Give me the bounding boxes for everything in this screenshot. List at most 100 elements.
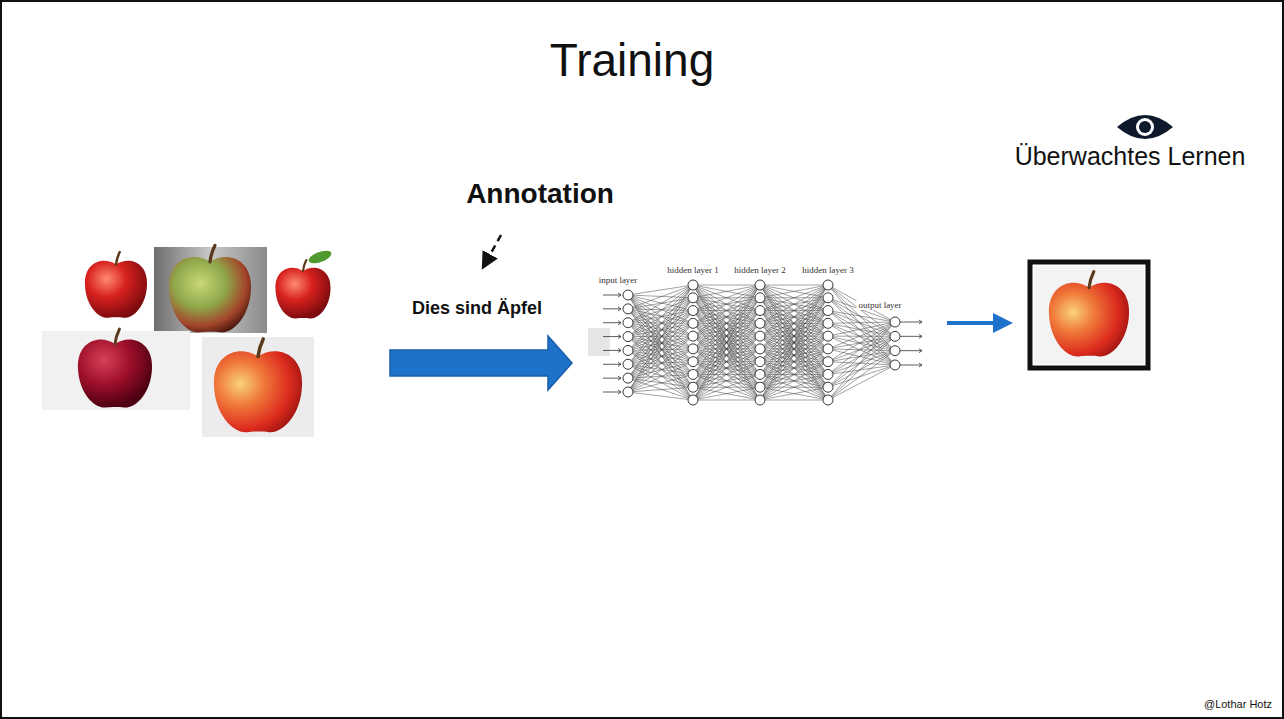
network-weight	[693, 285, 760, 362]
network-weight	[693, 285, 760, 349]
network-neuron	[688, 395, 698, 405]
network-weight	[693, 285, 760, 400]
apple-image	[169, 245, 251, 332]
network-neuron	[755, 395, 765, 405]
network-neuron	[688, 344, 698, 354]
network-weight	[760, 311, 828, 400]
eye-pupil	[1139, 121, 1151, 133]
network-weight	[760, 285, 828, 400]
network-weight	[760, 285, 828, 323]
network-weight	[693, 285, 760, 336]
learning-type: Überwachtes Lernen	[1015, 142, 1246, 171]
network-weight	[693, 285, 760, 374]
network-weight	[693, 285, 760, 311]
network-weight	[760, 285, 828, 286]
network-io-head	[919, 334, 922, 338]
network-neuron	[823, 293, 833, 303]
network-weight	[693, 298, 760, 400]
network-io-head	[618, 390, 621, 394]
network-weight	[628, 349, 693, 392]
network-neuron	[755, 280, 765, 290]
network-neuron	[755, 382, 765, 392]
network-weight	[628, 311, 693, 365]
network-io-line	[603, 322, 621, 323]
network-io-line	[603, 336, 621, 337]
network-weight	[693, 323, 760, 400]
network-weight	[760, 285, 828, 362]
network-neuron	[755, 344, 765, 354]
network-neuron	[890, 360, 900, 370]
eye-iris	[1136, 118, 1154, 136]
network-io-line	[900, 336, 922, 337]
network-weight	[828, 362, 895, 365]
network-weight	[760, 285, 828, 336]
network-weight	[628, 311, 693, 392]
network-weight	[693, 285, 760, 349]
network-weight	[693, 349, 760, 400]
network-weight	[828, 322, 895, 400]
network-weight	[760, 285, 828, 349]
network-weight	[828, 351, 895, 375]
network-weight	[693, 298, 760, 400]
network-weight	[760, 362, 828, 400]
network-weight	[693, 285, 760, 323]
network-weight	[760, 285, 828, 336]
network-weight	[693, 387, 760, 400]
network-neuron	[755, 306, 765, 316]
network-neuron	[688, 306, 698, 316]
network-weight	[828, 322, 895, 387]
photo-background	[202, 337, 314, 437]
network-weight	[628, 285, 693, 392]
apple-leaf	[307, 248, 333, 266]
network-weight	[628, 323, 693, 378]
network-io-line	[603, 295, 621, 296]
network-neuron	[823, 344, 833, 354]
network-neuron	[688, 280, 698, 290]
input-highlight	[588, 328, 610, 356]
network-io-head	[618, 376, 621, 380]
network-weight	[628, 323, 693, 364]
network-neuron	[688, 331, 698, 341]
network-weight	[760, 285, 828, 362]
author-credit: @Lothar Hotz	[1204, 698, 1272, 711]
layer-label: input layer	[597, 275, 640, 285]
network-weight	[760, 285, 828, 311]
network-neuron	[623, 332, 633, 342]
network-io-line	[603, 350, 621, 351]
network-weight	[828, 365, 895, 400]
network-weight	[828, 311, 895, 337]
network-weight	[693, 285, 760, 362]
network-weight	[628, 387, 693, 392]
network-weight	[693, 374, 760, 400]
network-weight	[828, 285, 895, 351]
network-neuron	[623, 318, 633, 328]
network-neuron	[688, 382, 698, 392]
network-weight	[828, 336, 895, 337]
apple-images	[42, 245, 333, 437]
network-weight	[828, 311, 895, 365]
network-io-head	[618, 293, 621, 297]
apple-image	[1049, 272, 1129, 357]
network-neuron	[890, 331, 900, 341]
network-neuron	[755, 331, 765, 341]
network-weight	[760, 311, 828, 400]
annotation-pointer	[486, 235, 501, 262]
network-weight	[693, 311, 760, 400]
network-weight	[760, 336, 828, 400]
network-weight	[828, 351, 895, 388]
network-weight	[628, 298, 693, 392]
network-neuron	[755, 357, 765, 367]
network-weight	[693, 285, 760, 387]
network-neuron	[623, 359, 633, 369]
network-weight	[628, 295, 693, 374]
network-io-line	[603, 392, 621, 393]
network-weight	[828, 323, 895, 350]
network-neuron	[823, 382, 833, 392]
network-weight	[628, 323, 693, 400]
network-weight	[628, 362, 693, 392]
eye-icon	[1117, 115, 1173, 139]
network-weight	[828, 285, 895, 336]
apple-image	[275, 260, 330, 318]
